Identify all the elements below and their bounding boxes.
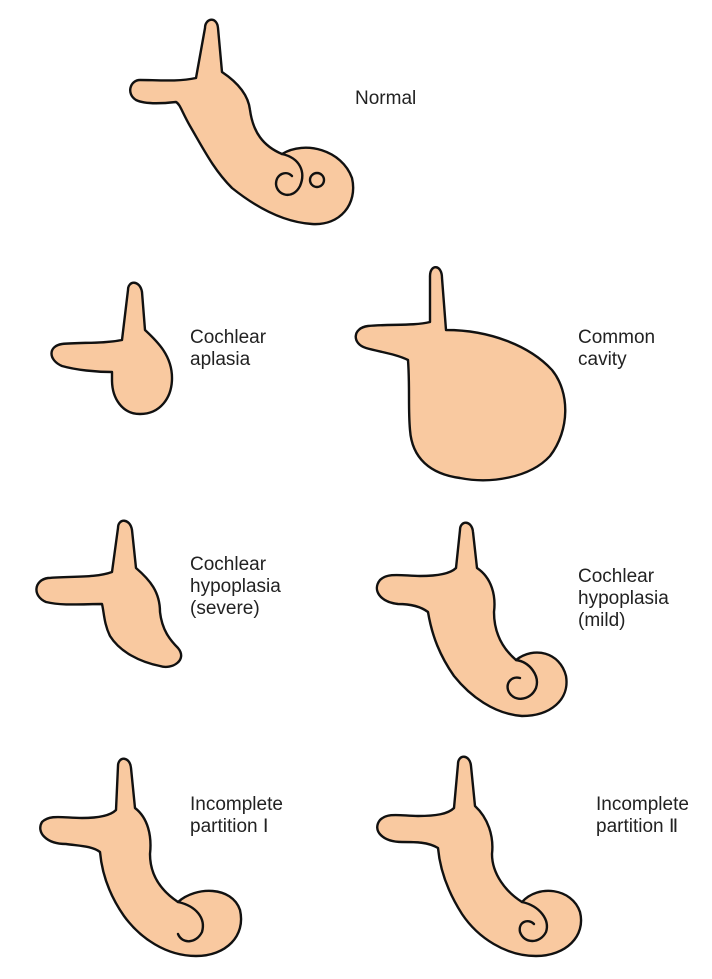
cochlear-hypoplasia-severe-shape	[36, 521, 181, 667]
label-common-cavity-line-1: Common	[578, 327, 655, 349]
label-incomplete-partition-1-line-2: partition Ⅰ	[190, 816, 283, 838]
label-cochlear-hypoplasia-severe-line-1: Cochlear	[190, 554, 281, 576]
normal-inner-ear-shape	[130, 20, 353, 224]
label-normal: Normal	[355, 88, 416, 110]
label-cochlear-aplasia: Cochlear aplasia	[190, 327, 266, 371]
common-cavity-shape	[356, 267, 566, 480]
cochlear-hypoplasia-mild-shape	[377, 523, 567, 716]
label-incomplete-partition-2-line-1: Incomplete	[596, 794, 689, 816]
label-incomplete-partition-1-line-1: Incomplete	[190, 794, 283, 816]
label-incomplete-partition-1: Incomplete partition Ⅰ	[190, 794, 283, 838]
label-cochlear-hypoplasia-mild: Cochlear hypoplasia (mild)	[578, 566, 669, 632]
label-cochlear-hypoplasia-mild-line-2: hypoplasia	[578, 588, 669, 610]
label-normal-line-1: Normal	[355, 88, 416, 110]
label-cochlear-hypoplasia-mild-line-1: Cochlear	[578, 566, 669, 588]
label-common-cavity: Common cavity	[578, 327, 655, 371]
label-cochlear-hypoplasia-severe-line-3: (severe)	[190, 598, 281, 620]
label-cochlear-hypoplasia-severe: Cochlear hypoplasia (severe)	[190, 554, 281, 620]
label-common-cavity-line-2: cavity	[578, 349, 655, 371]
label-cochlear-hypoplasia-severe-line-2: hypoplasia	[190, 576, 281, 598]
label-cochlear-hypoplasia-mild-line-3: (mild)	[578, 610, 669, 632]
cochlear-aplasia-shape	[52, 283, 173, 414]
label-cochlear-aplasia-line-2: aplasia	[190, 349, 266, 371]
incomplete-partition-1-shape	[40, 759, 241, 956]
incomplete-partition-2-shape	[377, 757, 581, 956]
label-cochlear-aplasia-line-1: Cochlear	[190, 327, 266, 349]
label-incomplete-partition-2-line-2: partition Ⅱ	[596, 816, 689, 838]
label-incomplete-partition-2: Incomplete partition Ⅱ	[596, 794, 689, 838]
